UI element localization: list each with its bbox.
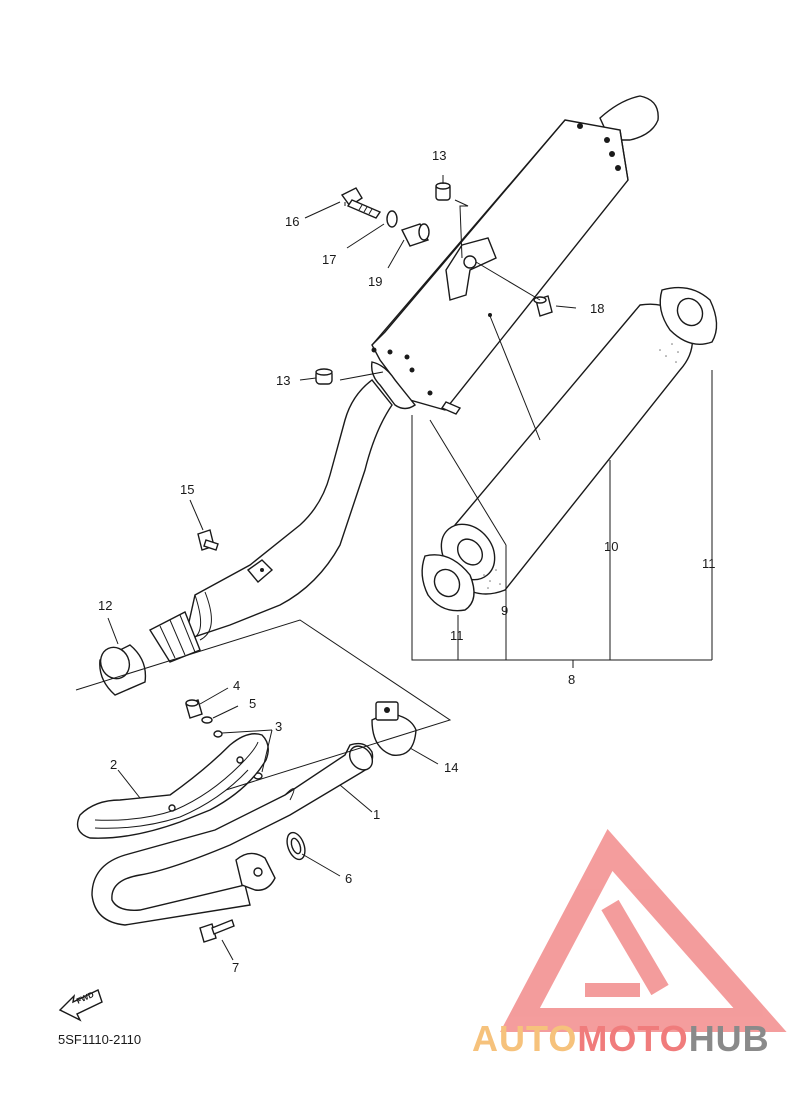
callout-7: 7: [232, 960, 239, 975]
gasket-ring-icon-6: [286, 831, 306, 861]
callout-8: 8: [568, 672, 575, 687]
gasket-part-rear: [659, 286, 718, 345]
callout-9: 9: [501, 603, 508, 618]
callout-11-right: 11: [702, 556, 716, 571]
callout-10: 10: [604, 539, 618, 554]
callout-16: 16: [285, 214, 299, 229]
callout-19: 19: [368, 274, 382, 289]
callout-2: 2: [110, 757, 117, 772]
muffler-part: [370, 95, 659, 411]
bolt-icon-4: [185, 699, 203, 719]
callout-13-lower: 13: [276, 373, 290, 388]
washer-icon-5: [201, 716, 213, 724]
muffler-inlet-pipe: [149, 379, 393, 663]
diagram-code: 5SF1110-2110: [58, 1032, 142, 1047]
watermark-part-moto: MOTO: [577, 1018, 689, 1059]
watermark-logo-icon: [500, 829, 787, 1032]
grommet-icon-upper: [435, 182, 451, 201]
watermark-brand: AUTOMOTOHUB: [472, 1018, 770, 1060]
callout-14: 14: [444, 760, 458, 775]
washer-icon-3a: [213, 730, 223, 738]
screw-icon: [440, 401, 462, 415]
callout-1: 1: [373, 807, 380, 822]
watermark-part-auto: AUTO: [472, 1018, 578, 1059]
collar-icon-19: [401, 223, 430, 247]
bolt-icon-7: [199, 919, 235, 943]
callout-12: 12: [98, 598, 112, 613]
bolt-icon-15: [197, 529, 219, 551]
callout-18: 18: [590, 301, 604, 316]
clamp-part: [371, 701, 417, 756]
joint-sleeve-part: [99, 644, 147, 696]
callout-labels: 13 16 17 19 18 13 15 12 10 11 9 11 8 4 5…: [98, 148, 716, 975]
callout-4: 4: [233, 678, 240, 693]
watermark-part-hub: HUB: [688, 1018, 770, 1059]
exhaust-pipe-part: [91, 742, 374, 926]
leader-lines: [75, 175, 713, 961]
bolt-icon-16: [340, 187, 382, 219]
pipe-flange-part: [235, 852, 276, 891]
grommet-icon-lower: [315, 368, 333, 385]
washer-icon-17: [386, 210, 398, 228]
fwd-arrow-icon: FWD: [58, 989, 103, 1022]
callout-6: 6: [345, 871, 352, 886]
callout-13-upper: 13: [432, 148, 446, 163]
gasket-part-front: [421, 554, 475, 612]
callout-15: 15: [180, 482, 194, 497]
callout-17: 17: [322, 252, 336, 267]
callout-5: 5: [249, 696, 256, 711]
heat-protector-part: [76, 733, 269, 839]
callout-3: 3: [275, 719, 282, 734]
bolt-icon-18: [533, 295, 553, 317]
callout-11-left: 11: [450, 628, 464, 643]
